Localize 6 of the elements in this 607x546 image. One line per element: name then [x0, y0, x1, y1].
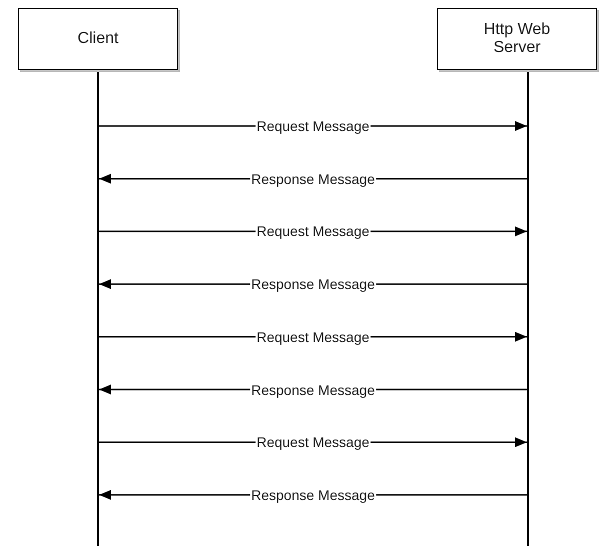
edge-label: Response Message — [250, 276, 376, 292]
edge-label: Request Message — [256, 434, 370, 450]
participant-name: Http Web Server — [482, 21, 552, 57]
edge-label: Request Message — [256, 118, 370, 134]
participant-name: Client — [76, 30, 120, 48]
edge-label: Request Message — [256, 223, 370, 240]
